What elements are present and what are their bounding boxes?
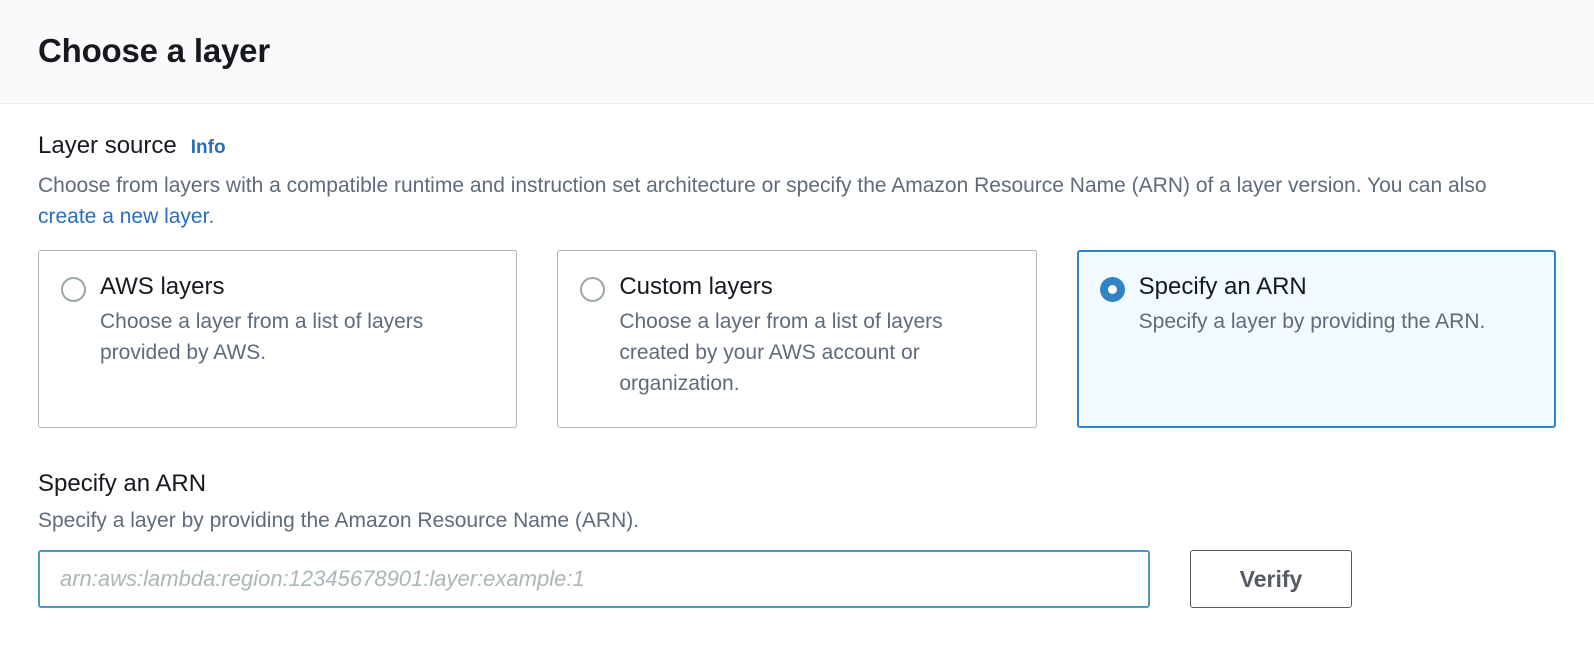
layer-source-description-text-1: Choose from layers with a compatible run… — [38, 173, 1487, 197]
layer-source-option-aws-layers-text: AWS layers Choose a layer from a list of… — [100, 272, 494, 405]
layer-source-options: AWS layers Choose a layer from a list of… — [38, 249, 1556, 428]
create-a-new-layer-link[interactable]: create a new layer — [38, 204, 209, 228]
page-title: Choose a layer — [38, 32, 270, 70]
layer-source-label: Layer source — [38, 132, 177, 159]
verify-button[interactable]: Verify — [1190, 550, 1352, 609]
layer-source-option-specify-an-arn-title: Specify an ARN — [1138, 272, 1307, 300]
radio-icon-aws-layers[interactable] — [61, 276, 86, 302]
layer-source-option-specify-an-arn[interactable]: Specify an ARN Specify a layer by provid… — [1076, 249, 1556, 428]
layer-source-description-text-2: . — [208, 204, 215, 228]
arn-input-row: Verify — [38, 550, 1556, 609]
radio-icon-custom-layers[interactable] — [580, 276, 606, 302]
info-link[interactable]: Info — [190, 137, 226, 158]
layer-source-option-aws-layers-description: Choose a layer from a list of layers pro… — [100, 309, 424, 364]
layer-source-label-row: Layer source Info — [38, 132, 1556, 161]
layer-source-option-aws-layers-title: AWS layers — [100, 272, 225, 300]
layer-source-option-custom-layers[interactable]: Custom layers Choose a layer from a list… — [557, 249, 1037, 428]
layer-source-option-aws-layers[interactable]: AWS layers Choose a layer from a list of… — [38, 249, 518, 428]
arn-section-label: Specify an ARN — [38, 469, 207, 497]
dialog-body: Layer source Info Choose from layers wit… — [0, 104, 1594, 609]
layer-source-option-custom-layers-description: Choose a layer from a list of layers cre… — [619, 309, 943, 395]
arn-input[interactable] — [38, 550, 1150, 609]
layer-source-option-custom-layers-title: Custom layers — [619, 272, 773, 300]
layer-source-option-specify-an-arn-text: Specify an ARN Specify a layer by provid… — [1139, 272, 1486, 405]
radio-icon-specify-an-arn[interactable] — [1099, 276, 1125, 302]
layer-source-description: Choose from layers with a compatible run… — [38, 170, 1508, 232]
layer-source-option-specify-an-arn-description: Specify a layer by providing the ARN. — [1138, 309, 1486, 333]
arn-section-description: Specify a layer by providing the Amazon … — [38, 508, 640, 532]
dialog-header: Choose a layer — [0, 0, 1594, 104]
layer-source-option-custom-layers-text: Custom layers Choose a layer from a list… — [619, 272, 1013, 405]
